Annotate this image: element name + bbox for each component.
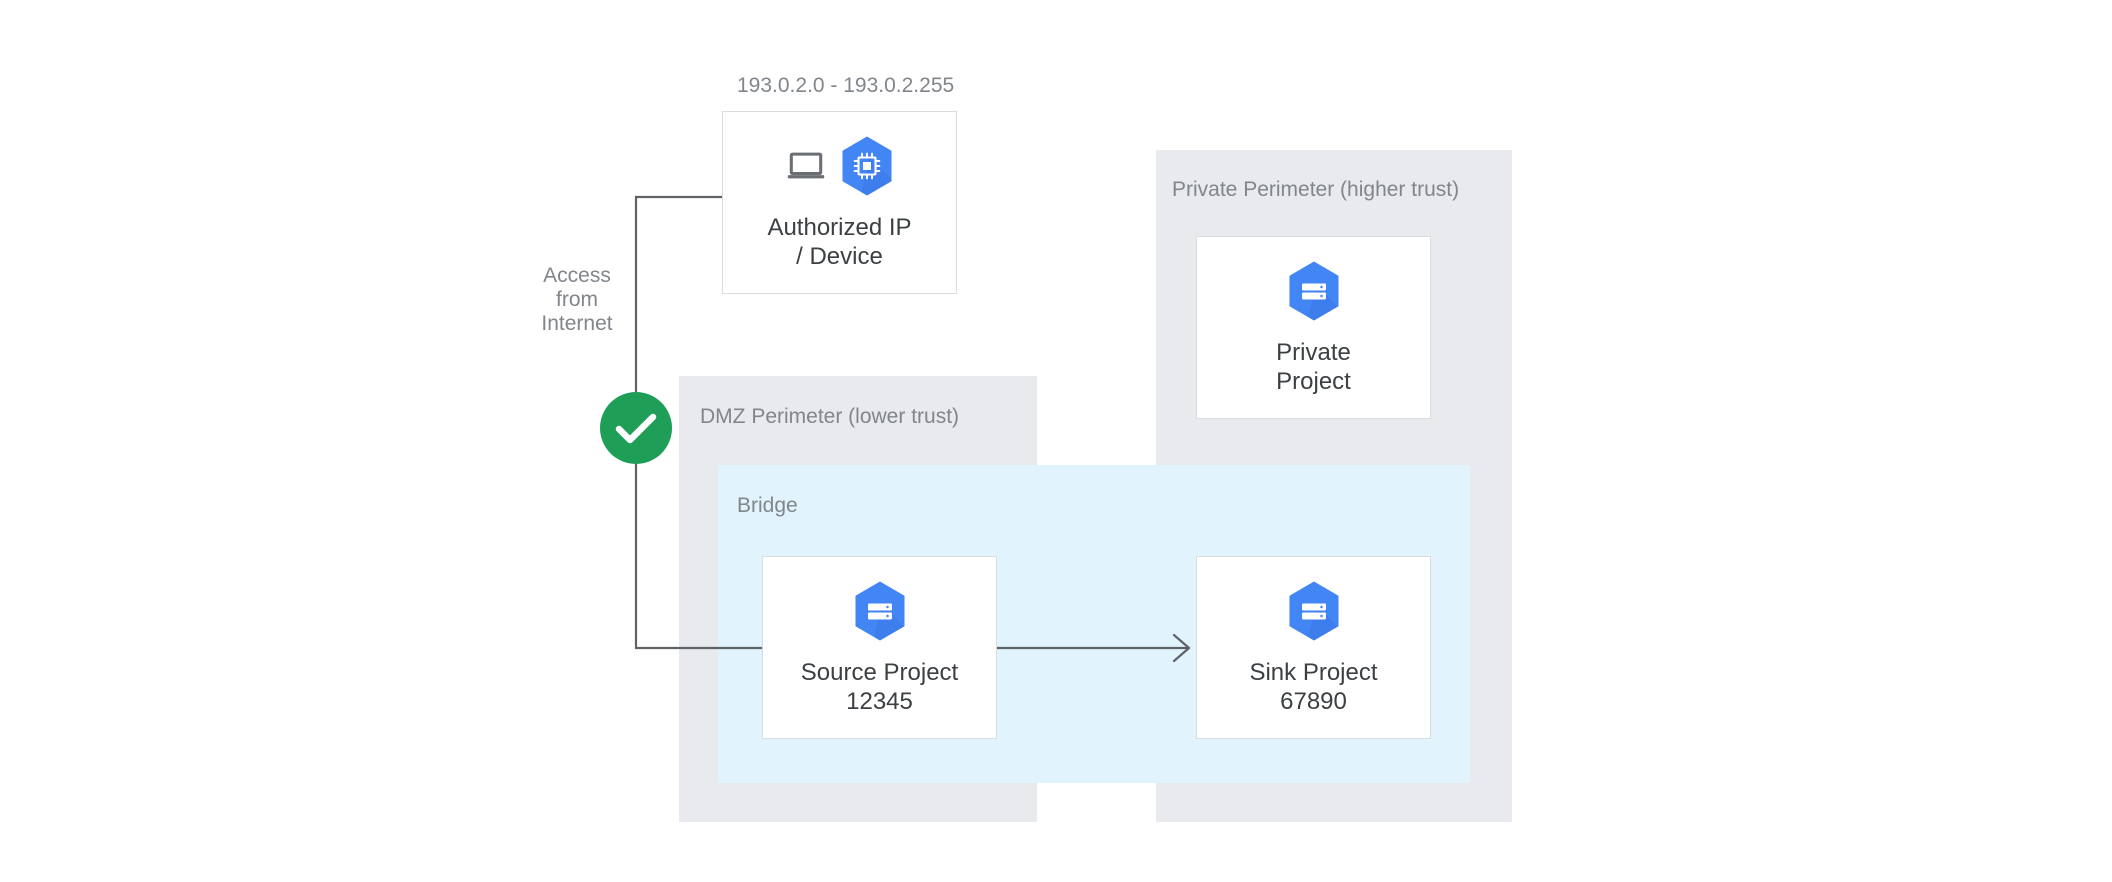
node-icon-group [785, 135, 895, 197]
node-icon-group [1286, 260, 1342, 322]
node-label: Authorized IP / Device [767, 213, 912, 270]
node-label: Source Project 12345 [800, 658, 959, 715]
node-label: Private Project [1276, 338, 1351, 395]
node-icon-group [1286, 580, 1342, 642]
private-perimeter-label: Private Perimeter (higher trust) [1172, 178, 1460, 201]
project-hexagon-icon [1289, 581, 1338, 640]
ip-range-label: 193.0.2.0 - 193.0.2.255 [737, 74, 955, 97]
check-circle-icon [600, 392, 672, 464]
bridge-label: Bridge [737, 494, 798, 517]
node-sink-project[interactable]: Sink Project 67890 [1196, 556, 1431, 739]
dmz-perimeter-label: DMZ Perimeter (lower trust) [700, 405, 960, 428]
project-hexagon-icon [855, 581, 904, 640]
access-allowed-badge [600, 392, 672, 469]
project-hexagon-icon [1289, 261, 1338, 320]
node-private-project[interactable]: Private Project [1196, 236, 1431, 419]
node-source-project[interactable]: Source Project 12345 [762, 556, 997, 739]
laptop-icon [787, 152, 824, 178]
access-from-internet-label: Access from Internet [541, 264, 613, 335]
node-icon-group [852, 580, 908, 642]
cpu-hexagon-icon [842, 136, 891, 195]
node-label: Sink Project 67890 [1249, 658, 1378, 715]
node-authorized-ip-device[interactable]: Authorized IP / Device [722, 111, 957, 294]
